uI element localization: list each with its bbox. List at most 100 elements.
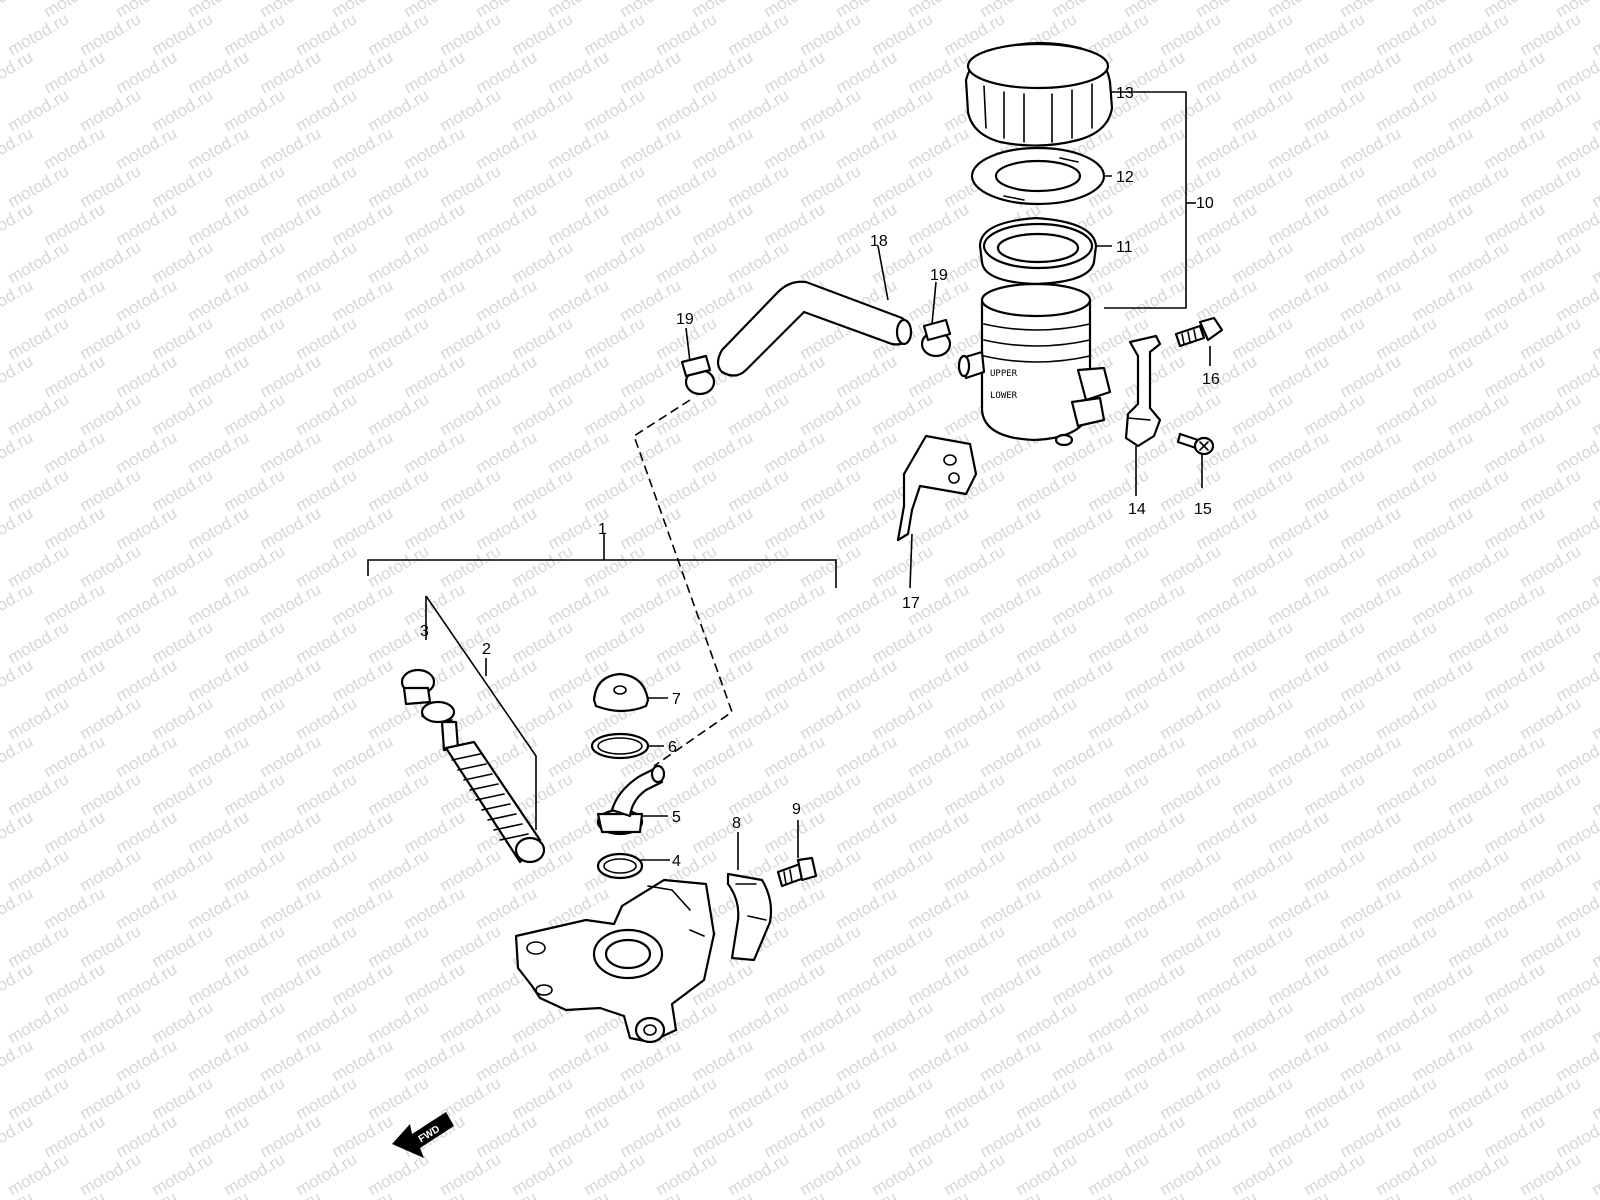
watermark-text: motod.ru (617, 351, 685, 401)
watermark-text: motod.ru (185, 1111, 253, 1161)
watermark-text: motod.ru (1445, 541, 1513, 591)
watermark-text: motod.ru (257, 427, 325, 477)
watermark-text: motod.ru (293, 161, 361, 211)
watermark-text: motod.ru (977, 655, 1045, 705)
watermark-text: motod.ru (5, 997, 73, 1047)
watermark-text: motod.ru (221, 161, 289, 211)
watermark-text: motod.ru (1409, 883, 1477, 933)
watermark-text: motod.ru (0, 959, 36, 1009)
watermark-text: motod.ru (833, 655, 901, 705)
watermark-text: motod.ru (869, 161, 937, 211)
watermark-text: motod.ru (1445, 997, 1513, 1047)
watermark-text: motod.ru (257, 731, 325, 781)
watermark-text: motod.ru (1589, 1073, 1600, 1123)
watermark-text: motod.ru (1517, 769, 1585, 819)
watermark-text: motod.ru (1517, 1073, 1585, 1123)
watermark-text: motod.ru (257, 1111, 325, 1161)
watermark-text: motod.ru (1193, 275, 1261, 325)
callout-6: 6 (668, 739, 677, 756)
watermark-text: motod.ru (833, 1187, 901, 1200)
watermark-text: motod.ru (41, 351, 109, 401)
watermark-text: motod.ru (1085, 617, 1153, 667)
watermark-text: motod.ru (41, 47, 109, 97)
watermark-text: motod.ru (1265, 47, 1333, 97)
watermark-text: motod.ru (725, 161, 793, 211)
watermark-text: motod.ru (401, 959, 469, 1009)
watermark-text: motod.ru (509, 85, 577, 135)
watermark-text: motod.ru (77, 465, 145, 515)
callout-16: 16 (1202, 371, 1220, 388)
watermark-text: motod.ru (617, 123, 685, 173)
watermark-text: motod.ru (77, 541, 145, 591)
watermark-text: motod.ru (1373, 85, 1441, 135)
watermark-text: motod.ru (617, 199, 685, 249)
watermark-text: motod.ru (1157, 541, 1225, 591)
watermark-text: motod.ru (0, 579, 36, 629)
watermark-text: motod.ru (1517, 9, 1585, 59)
callout-5: 5 (672, 809, 681, 826)
watermark-text: motod.ru (77, 997, 145, 1047)
watermark-text: motod.ru (0, 47, 36, 97)
watermark-text: motod.ru (41, 199, 109, 249)
watermark-text: motod.ru (1517, 693, 1585, 743)
watermark-text: motod.ru (113, 1187, 181, 1200)
watermark-text: motod.ru (545, 123, 613, 173)
watermark-text: motod.ru (797, 9, 865, 59)
watermark-text: motod.ru (401, 1187, 469, 1200)
watermark-text: motod.ru (1301, 617, 1369, 667)
watermark-text: motod.ru (365, 541, 433, 591)
watermark-text: motod.ru (1301, 237, 1369, 287)
watermark-text: motod.ru (797, 1149, 865, 1199)
watermark-text: motod.ru (581, 465, 649, 515)
watermark-text: motod.ru (185, 199, 253, 249)
watermark-text: motod.ru (1085, 1073, 1153, 1123)
watermark-text: motod.ru (833, 807, 901, 857)
watermark-text: motod.ru (1157, 845, 1225, 895)
watermark-text: motod.ru (1301, 845, 1369, 895)
watermark-text: motod.ru (185, 1187, 253, 1200)
watermark-text: motod.ru (1193, 47, 1261, 97)
watermark-text: motod.ru (5, 237, 73, 287)
watermark-text: motod.ru (1445, 769, 1513, 819)
watermark-text: motod.ru (149, 161, 217, 211)
watermark-text: motod.ru (1157, 769, 1225, 819)
watermark-text: motod.ru (365, 921, 433, 971)
watermark-text: motod.ru (653, 389, 721, 439)
watermark-text: motod.ru (1517, 1149, 1585, 1199)
watermark-text: motod.ru (1013, 769, 1081, 819)
watermark-text: motod.ru (149, 769, 217, 819)
watermark-text: motod.ru (0, 275, 36, 325)
watermark-text: motod.ru (41, 123, 109, 173)
watermark-text: motod.ru (329, 199, 397, 249)
watermark-text: motod.ru (1517, 161, 1585, 211)
watermark-text: motod.ru (833, 579, 901, 629)
watermark-text: motod.ru (473, 883, 541, 933)
watermark-text: motod.ru (1589, 541, 1600, 591)
watermark-text: motod.ru (1589, 997, 1600, 1047)
watermark-text: motod.ru (365, 313, 433, 363)
watermark-text: motod.ru (41, 427, 109, 477)
watermark-text: motod.ru (473, 1111, 541, 1161)
watermark-text: motod.ru (509, 541, 577, 591)
bracket-14 (1124, 334, 1162, 448)
watermark-text: motod.ru (1013, 617, 1081, 667)
watermark-text: motod.ru (1373, 769, 1441, 819)
watermark-text: motod.ru (401, 579, 469, 629)
watermark-text: motod.ru (1049, 655, 1117, 705)
holder-8 (726, 872, 773, 962)
watermark-text: motod.ru (1445, 161, 1513, 211)
watermark-text: motod.ru (185, 47, 253, 97)
callout-10: 10 (1196, 195, 1214, 212)
watermark-text: motod.ru (869, 541, 937, 591)
watermark-text: motod.ru (257, 351, 325, 401)
watermark-text: motod.ru (1229, 465, 1297, 515)
watermark-text: motod.ru (905, 655, 973, 705)
watermark-text: motod.ru (185, 731, 253, 781)
watermark-text: motod.ru (1265, 579, 1333, 629)
watermark-text: motod.ru (329, 503, 397, 553)
watermark-text: motod.ru (833, 959, 901, 1009)
callout-labels: 1 2 3 4 5 6 7 8 9 10 11 12 13 14 15 16 1… (420, 85, 1220, 870)
watermark-text: motod.ru (293, 769, 361, 819)
watermark-text: motod.ru (1013, 845, 1081, 895)
watermark-text: motod.ru (437, 237, 505, 287)
